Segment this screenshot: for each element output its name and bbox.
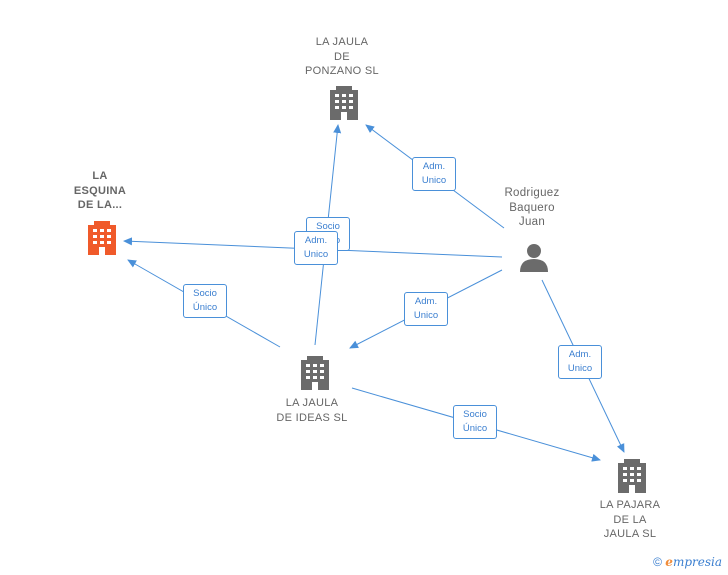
- ideas-building-icon[interactable]: [301, 356, 329, 390]
- node-label-pajara[interactable]: LA PAJARA DE LA JAULA SL: [599, 499, 661, 540]
- node-label-ideas[interactable]: LA JAULA DE IDEAS SL: [276, 397, 348, 424]
- pajara-building-icon[interactable]: [618, 459, 646, 493]
- edge-label-ideas-pajara[interactable]: Socio Único: [453, 405, 497, 439]
- ponzano-building-icon[interactable]: [330, 86, 358, 120]
- person-icon[interactable]: [520, 244, 548, 272]
- footer-brand: © empresia: [653, 555, 722, 569]
- edge-label-rodriguez-pajara[interactable]: Adm. Unico: [558, 345, 602, 379]
- edge-label-rodriguez-ponzano[interactable]: Adm. Unico: [412, 157, 456, 191]
- edge-label-rodriguez-ideas[interactable]: Adm. Unico: [404, 292, 448, 326]
- edge-label-ideas-esquina[interactable]: Socio Único: [183, 284, 227, 318]
- esquina-building-icon[interactable]: [88, 221, 116, 255]
- edge-label-rodriguez-esquina[interactable]: Adm. Unico: [294, 231, 338, 265]
- brand-logo: empresia: [665, 555, 722, 569]
- node-label-rodriguez[interactable]: Rodriguez Baquero Juan: [504, 187, 560, 228]
- copyright-symbol: ©: [653, 555, 662, 569]
- node-label-esquina[interactable]: LA ESQUINA DE LA...: [73, 170, 127, 211]
- node-label-ponzano[interactable]: LA JAULA DE PONZANO SL: [305, 36, 379, 77]
